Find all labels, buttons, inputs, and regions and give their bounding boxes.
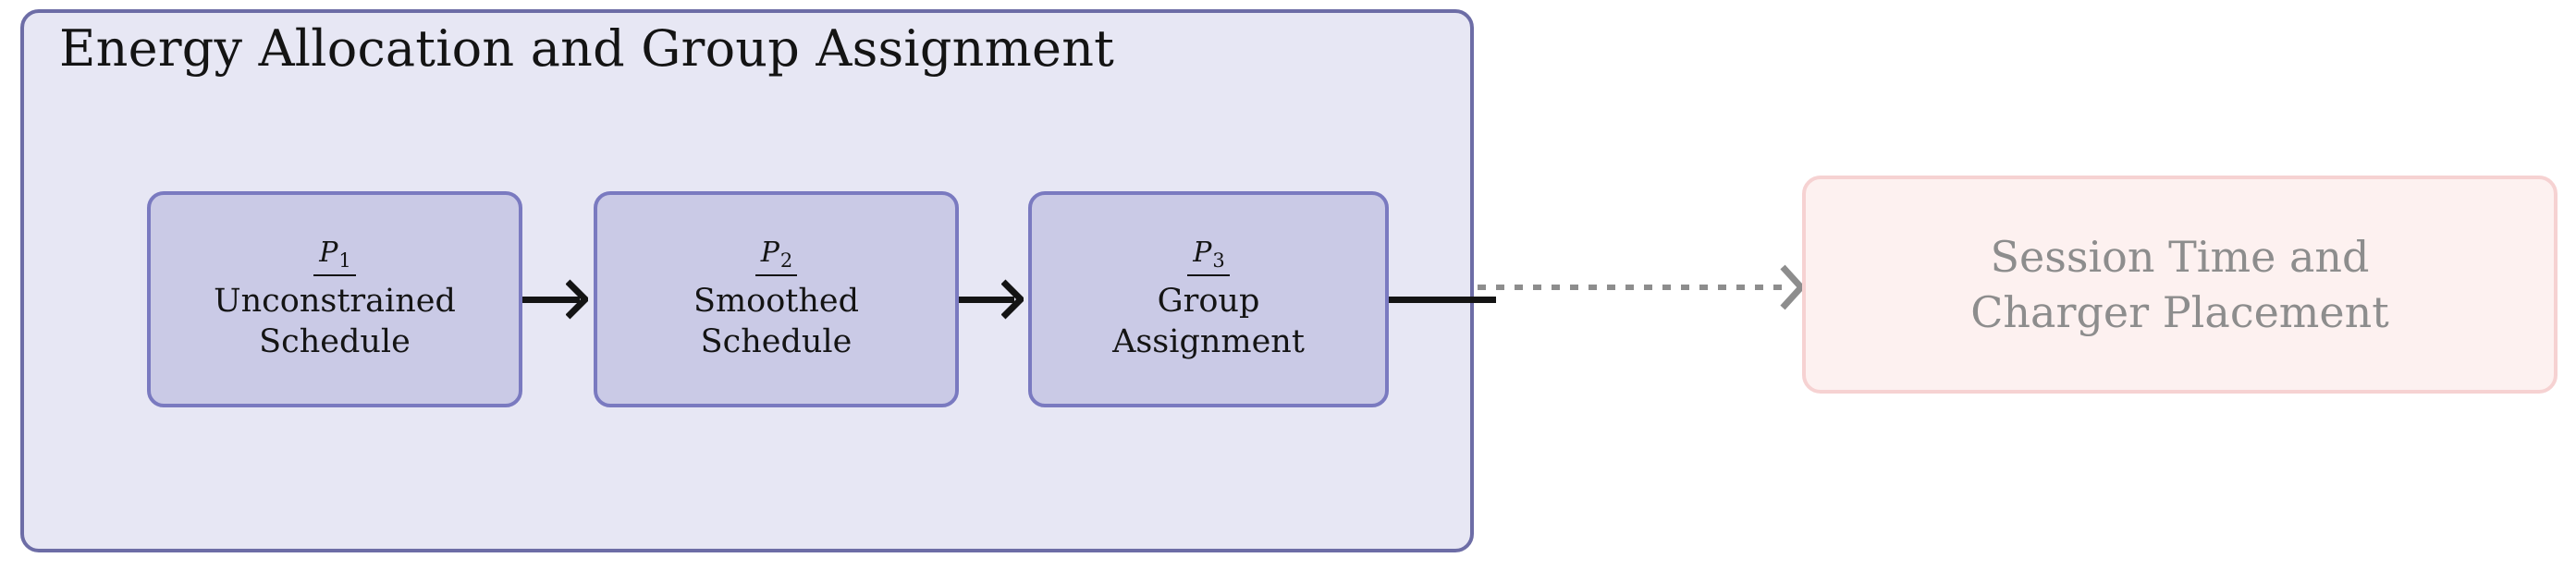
stage-tag-subscript-p3: 3 [1212, 249, 1225, 272]
stage-tag-p1: P1 [313, 236, 356, 276]
arrowhead-icon-p1-to-p2 [566, 279, 588, 320]
downstream-label-line1: Session Time and [1990, 232, 2370, 282]
energy-allocation-group-container: Energy Allocation and Group Assignment P… [20, 9, 1496, 552]
stage-label-p1-line2: Schedule [259, 322, 411, 360]
stage-box-p3[interactable]: P3 Group Assignment [1028, 191, 1389, 407]
arrowhead-icon-p2-to-p3 [1001, 279, 1024, 320]
stage-tag-symbol-p1: P [319, 236, 338, 269]
stage-tag-subscript-p2: 2 [779, 249, 793, 272]
downstream-label-line2: Charger Placement [1970, 287, 2389, 337]
connector-line-dotted-to-downstream [1478, 285, 1783, 290]
connector-line-p3-to-group-edge [1389, 297, 1496, 303]
stage-tag-subscript-p1: 1 [338, 249, 351, 272]
connector-line-p1-to-p2 [522, 297, 580, 303]
stage-box-p1[interactable]: P1 Unconstrained Schedule [147, 191, 522, 407]
stage-tag-symbol-p2: P [760, 236, 779, 269]
stage-tag-p2: P2 [754, 236, 798, 276]
connector-line-p2-to-p3 [959, 297, 1014, 303]
group-title: Energy Allocation and Group Assignment [59, 19, 1115, 78]
downstream-box-session-time-charger-placement[interactable]: Session Time and Charger Placement [1802, 176, 2558, 394]
stage-label-p1-line1: Unconstrained [214, 282, 456, 320]
stage-label-p2-line1: Smoothed [693, 282, 860, 320]
stage-label-p3-line2: Assignment [1112, 322, 1305, 360]
stage-label-p2-line2: Schedule [700, 322, 853, 360]
stage-box-p2[interactable]: P2 Smoothed Schedule [594, 191, 959, 407]
stage-tag-p3: P3 [1187, 236, 1230, 276]
stage-tag-symbol-p3: P [1193, 236, 1212, 269]
arrowhead-icon-dotted-to-downstream [1780, 264, 1805, 310]
stage-label-p3-line1: Group [1157, 282, 1260, 320]
